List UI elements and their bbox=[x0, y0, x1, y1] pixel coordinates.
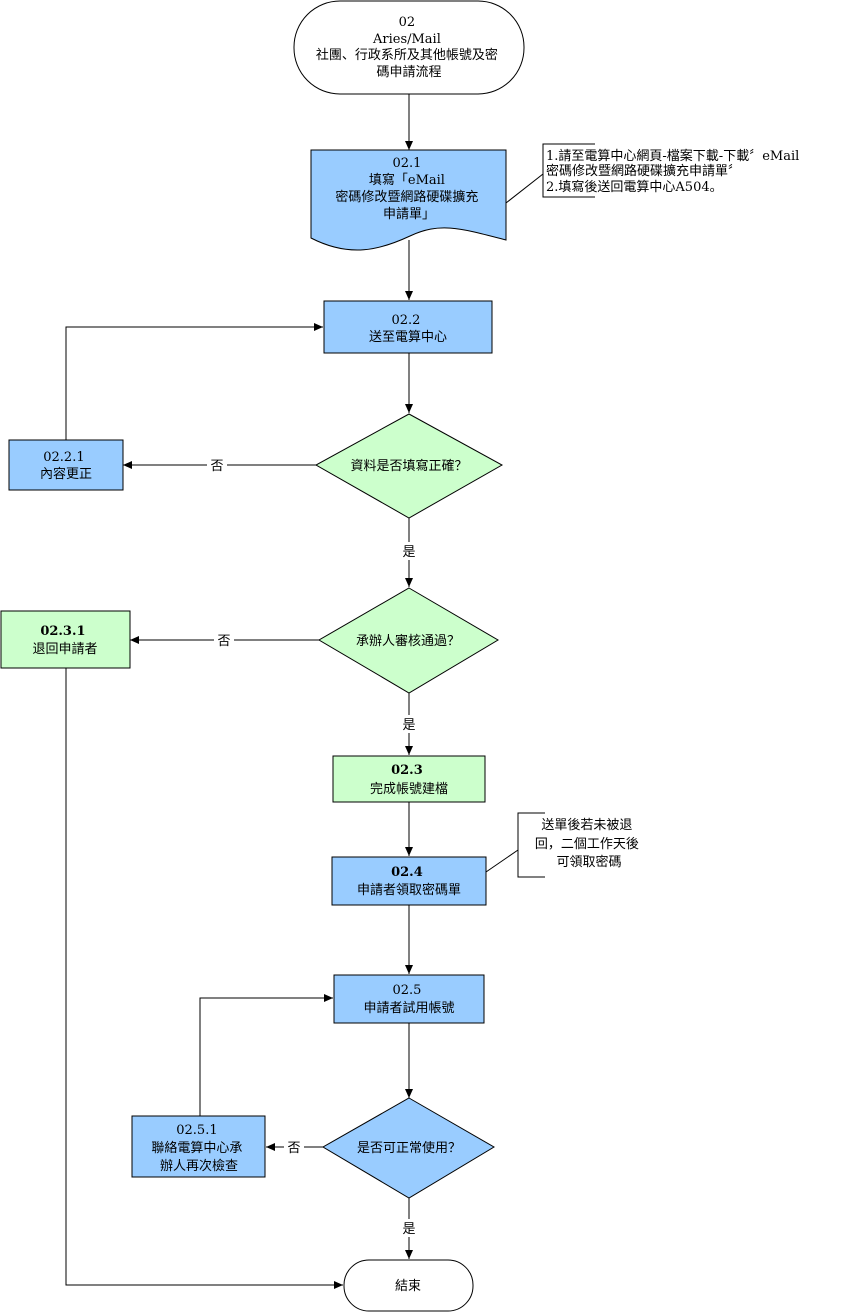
label-no-2: 否 bbox=[217, 634, 230, 649]
decision-1-diamond bbox=[314, 413, 504, 519]
label-yes-3: 是 bbox=[402, 1222, 415, 1237]
note-2-1: 1.請至電算中心網頁-檔案下載-下載〞eMail 密碼修改暨網路硬碟擴充申請單〞… bbox=[546, 149, 803, 195]
step-2-3-1-label-line-2: 退回申請者 bbox=[32, 642, 97, 657]
step-2-5-label-line-1: 02.5 bbox=[392, 983, 421, 998]
decision-3-label: 是否可正常使用？ bbox=[357, 1140, 461, 1156]
label-bg-no-1 bbox=[207, 457, 227, 473]
note-2-4-bracket bbox=[517, 812, 545, 878]
start-label-line-1: 02 bbox=[399, 15, 416, 30]
step-2-1-label-line-2: 填寫「eMail bbox=[369, 172, 445, 188]
step-2-3-box bbox=[332, 755, 486, 803]
step-2-1-label-line-4: 申請單」 bbox=[383, 207, 435, 222]
step-2-5-1-label-line-1: 02.5.1 bbox=[176, 1123, 217, 1138]
note-2-4: 送單後若未被退 回，二個工作天後 可領取密碼 bbox=[535, 817, 643, 870]
step-2-5-box bbox=[333, 974, 485, 1024]
step-2-5-label-line-2: 申請者試用帳號 bbox=[363, 1000, 454, 1016]
start-label: 02 Aries/Mail 社團、行政系所及其他帳號及密 碼申請流程 bbox=[316, 15, 502, 80]
label-bg-yes-3 bbox=[398, 1219, 420, 1237]
step-2-3-1-label-line-1: 02.3.1 bbox=[40, 624, 85, 639]
label-bg-no-2 bbox=[214, 632, 234, 648]
step-2-1-label-line-3: 密碼修改暨網路硬碟擴充 bbox=[335, 189, 478, 205]
label-bg-yes-2 bbox=[398, 715, 420, 733]
note-2-1-line-3: 2.填寫後送回電算中心A504。 bbox=[546, 179, 723, 195]
label-yes-2: 是 bbox=[402, 718, 415, 733]
label-yes-1: 是 bbox=[402, 545, 415, 560]
connectors bbox=[65, 94, 544, 1289]
decision-2-diamond bbox=[318, 587, 499, 694]
arrow-2-2-1-back-to-2-2 bbox=[65, 323, 323, 440]
step-2-2-label: 02.2 送至電算中心 bbox=[369, 313, 447, 345]
label-bg-yes-1 bbox=[398, 542, 420, 560]
step-2-5-1-label-line-3: 辦人再次檢查 bbox=[160, 1158, 238, 1174]
step-2-4-box bbox=[331, 856, 487, 906]
decision-1-label: 資料是否填寫正確？ bbox=[350, 458, 467, 474]
note-2-4-line-1: 送單後若未被退 bbox=[541, 817, 632, 833]
note-2-1-connector bbox=[505, 173, 544, 204]
start-label-line-3: 社團、行政系所及其他帳號及密 bbox=[316, 47, 498, 63]
step-2-5-1-box bbox=[131, 1115, 266, 1178]
start-label-line-4: 碼申請流程 bbox=[376, 65, 441, 80]
step-2-2-1-label: 02.2.1 內容更正 bbox=[40, 450, 92, 482]
end-terminator bbox=[343, 1259, 474, 1312]
step-2-3-1-box bbox=[0, 610, 131, 669]
label-no-1: 否 bbox=[210, 459, 223, 474]
label-no-3: 否 bbox=[287, 1141, 300, 1156]
step-2-5-label: 02.5 申請者試用帳號 bbox=[363, 983, 454, 1016]
step-2-2-1-box bbox=[8, 439, 124, 491]
step-2-1-document bbox=[310, 149, 507, 251]
decision-3-diamond bbox=[322, 1097, 495, 1199]
arrow-2-3-1-to-end bbox=[65, 668, 343, 1289]
step-2-4-label: 02.4 申請者領取密碼單 bbox=[357, 865, 461, 898]
step-2-1-label-line-1: 02.1 bbox=[392, 156, 421, 171]
note-2-1-bracket bbox=[542, 143, 595, 198]
step-2-2-box bbox=[323, 300, 493, 354]
step-2-3-label: 02.3 完成帳號建檔 bbox=[370, 763, 448, 797]
step-2-3-label-line-2: 完成帳號建檔 bbox=[370, 782, 448, 797]
start-terminator bbox=[293, 0, 525, 95]
step-2-3-1-label: 02.3.1 退回申請者 bbox=[32, 624, 97, 657]
note-2-4-line-3: 可領取密碼 bbox=[556, 854, 621, 870]
step-2-2-label-line-2: 送至電算中心 bbox=[369, 330, 447, 345]
note-2-1-line-1: 1.請至電算中心網頁-檔案下載-下載〞eMail bbox=[546, 149, 799, 164]
note-2-1-line-2: 密碼修改暨網路硬碟擴充申請單〞 bbox=[546, 163, 741, 179]
step-2-2-1-label-line-1: 02.2.1 bbox=[43, 450, 84, 465]
step-2-3-label-line-1: 02.3 bbox=[391, 763, 423, 778]
step-2-2-1-label-line-2: 內容更正 bbox=[40, 466, 92, 482]
end-label: 結束 bbox=[395, 1279, 421, 1294]
step-2-4-label-line-1: 02.4 bbox=[391, 865, 423, 880]
step-2-5-1-label: 02.5.1 聯絡電算中心承 辦人再次檢查 bbox=[151, 1123, 246, 1174]
step-2-5-1-label-line-2: 聯絡電算中心承 bbox=[151, 1140, 242, 1156]
step-2-1-label: 02.1 填寫「eMail 密碼修改暨網路硬碟擴充 申請單」 bbox=[335, 156, 482, 222]
step-2-4-label-line-2: 申請者領取密碼單 bbox=[357, 882, 461, 898]
note-2-4-connector bbox=[485, 849, 519, 873]
arrow-2-5-1-back-to-2-5 bbox=[199, 994, 333, 1116]
label-bg-no-3 bbox=[284, 1139, 304, 1155]
start-label-line-2: Aries/Mail bbox=[372, 32, 441, 47]
step-2-2-label-line-1: 02.2 bbox=[391, 313, 420, 328]
decision-2-label: 承辦人審核通過？ bbox=[356, 634, 460, 649]
note-2-4-line-2: 回，二個工作天後 bbox=[535, 837, 639, 852]
